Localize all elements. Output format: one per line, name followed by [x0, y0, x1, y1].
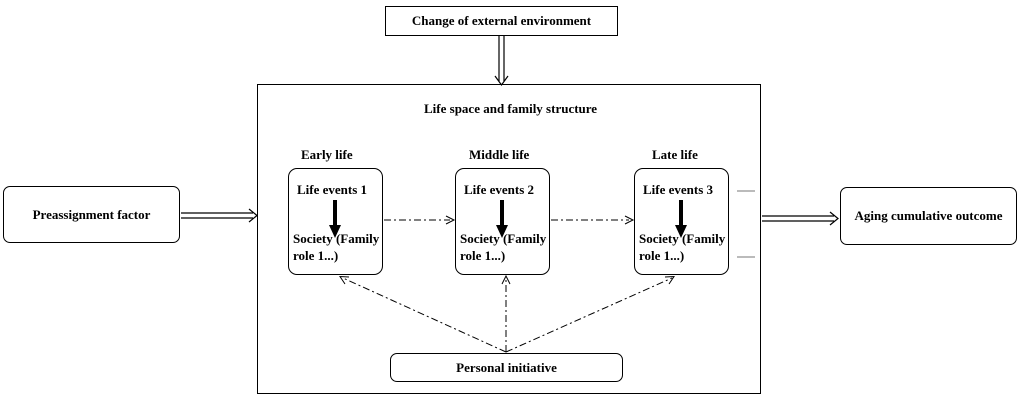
stage-title-early: Early life — [301, 147, 353, 162]
bold-down-arrow-middle — [496, 200, 508, 238]
bold-down-arrow-early — [329, 200, 341, 238]
society-label: Society (Family role 1...) — [639, 230, 725, 264]
society-line1: Society (Family — [460, 231, 547, 246]
personal-initiative-label: Personal initiative — [456, 359, 557, 375]
life-space-frame — [257, 84, 761, 394]
aging-outcome-label: Aging cumulative outcome — [854, 208, 1003, 223]
initiative-arrow-middle — [501, 274, 511, 352]
aging-outcome-box: Aging cumulative outcome — [840, 187, 1017, 245]
initiative-arrow-late — [505, 275, 675, 353]
life-events-label: Life events 3 — [643, 182, 714, 197]
double-arrow-right-left — [181, 208, 258, 223]
society-label: Society (Family role 1...) — [293, 230, 379, 264]
bold-down-arrow-late — [675, 200, 687, 238]
initiative-arrow-early — [339, 275, 507, 353]
society-line1: Society (Family — [293, 231, 380, 246]
external-environment-label: Change of external environment — [411, 13, 592, 28]
frame-title: Life space and family structure — [424, 101, 598, 116]
double-arrow-down — [494, 36, 509, 87]
society-line2: role 1...) — [639, 248, 685, 263]
stage-title-middle: Middle life — [469, 147, 530, 162]
life-events-label: Life events 1 — [297, 182, 368, 197]
stage-arrow-middle-to-late — [551, 215, 635, 225]
life-events-label: Life events 2 — [464, 182, 535, 197]
preassignment-factor-box: Preassignment factor — [3, 186, 180, 243]
preassignment-factor-label: Preassignment factor — [32, 206, 151, 222]
stage-title-late: Late life — [652, 147, 698, 162]
external-environment-box: Change of external environment — [385, 6, 618, 36]
society-line2: role 1...) — [293, 248, 339, 263]
society-line1: Society (Family — [639, 231, 726, 246]
personal-initiative-box: Personal initiative — [390, 353, 623, 382]
society-label: Society (Family role 1...) — [460, 230, 546, 264]
society-line2: role 1...) — [460, 248, 506, 263]
stage-arrow-early-to-middle — [384, 215, 456, 225]
double-arrow-right-right — [762, 211, 839, 226]
